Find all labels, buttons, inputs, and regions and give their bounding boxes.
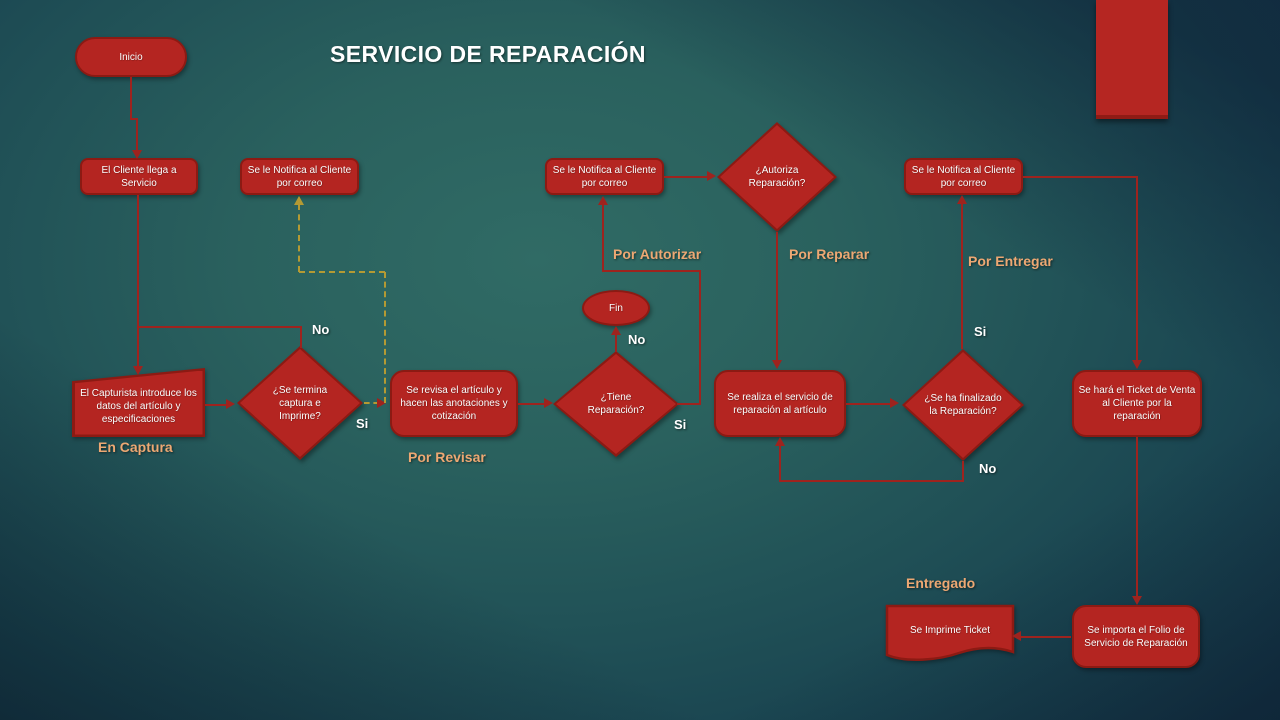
- connector-ticket-importa: [1136, 437, 1138, 598]
- process-revisa-articulo: Se revisa el artículo y hacen las anotac…: [390, 370, 518, 437]
- connector-inicio-cliente: [130, 118, 138, 120]
- connector-inicio-cliente: [130, 77, 132, 119]
- process-realiza-servicio: Se realiza el servicio de reparación al …: [714, 370, 846, 437]
- decision-finalizado-reparacion: ¿Se ha finalizado la Reparación?: [902, 349, 1024, 461]
- stage-label-entregado: Entregado: [906, 575, 976, 591]
- node-label: Inicio: [119, 51, 143, 63]
- arrowhead: [598, 196, 608, 205]
- node-label: ¿Autoriza Reparación?: [748, 165, 806, 189]
- arrowhead: [611, 326, 621, 335]
- start-node-inicio: Inicio: [75, 37, 187, 77]
- node-label: Se le Notifica al Cliente por correo: [247, 164, 352, 189]
- node-label: ¿Se termina captura e Imprime?: [272, 384, 328, 422]
- node-label: ¿Tiene Reparación?: [587, 392, 645, 416]
- decision-tiene-reparacion: ¿Tiene Reparación?: [553, 351, 679, 457]
- connector-finalizado-no-loop: [962, 461, 964, 482]
- connector-termina-si-dashed: [299, 271, 385, 273]
- end-node-fin: Fin: [582, 290, 650, 326]
- stage-label-por-reparar: Por Reparar: [789, 246, 870, 262]
- document-shape: [885, 604, 1015, 662]
- edge-label-tiene-si: Si: [674, 417, 687, 432]
- connector-termina-si-dashed: [298, 204, 300, 272]
- node-label: El Cliente llega a Servicio: [101, 164, 177, 189]
- connector-tiene-si: [699, 271, 701, 405]
- connector-finalizado-no-loop: [779, 445, 781, 482]
- manual-input-capturista: El Capturista introduce los datos del ar…: [72, 368, 205, 437]
- connector-notifica3-ticket: [1023, 176, 1138, 178]
- edge-label-finalizado-no: No: [979, 461, 997, 476]
- connector-tiene-si: [677, 403, 701, 405]
- connector-notifica3-ticket: [1136, 176, 1138, 362]
- corner-accent-rect: [1096, 0, 1168, 119]
- arrowhead: [294, 196, 304, 205]
- arrowhead: [132, 150, 142, 159]
- connector-tiene-si: [602, 204, 604, 272]
- connector-realiza-finalizado: [846, 403, 892, 405]
- stage-label-por-revisar: Por Revisar: [408, 449, 486, 465]
- arrowhead: [133, 366, 143, 375]
- node-label: ¿Se ha finalizado la Reparación?: [924, 393, 1002, 417]
- connector-inicio-cliente: [136, 118, 138, 152]
- arrowhead: [1132, 360, 1142, 369]
- node-label: Se importa el Folio de Servicio de Repar…: [1084, 624, 1188, 649]
- node-label: Fin: [609, 302, 623, 314]
- process-notifica-correo-1: Se le Notifica al Cliente por correo: [240, 158, 359, 195]
- arrowhead: [772, 360, 782, 369]
- decision-autoriza-reparacion: ¿Autoriza Reparación?: [717, 122, 837, 232]
- connector-autoriza-realiza: [776, 232, 778, 362]
- arrowhead: [544, 398, 553, 408]
- node-label: Se revisa el artículo y hacen las anotac…: [400, 385, 508, 422]
- connector-finalizado-si: [961, 203, 963, 349]
- edge-label-finalizado-si: Si: [974, 324, 987, 339]
- edge-label-tiene-no: No: [628, 332, 646, 347]
- arrowhead: [957, 195, 967, 204]
- connector-finalizado-no-loop: [779, 480, 964, 482]
- arrowhead: [707, 171, 716, 181]
- document-imprime-ticket: Se Imprime Ticket: [885, 604, 1015, 667]
- connector-tiene-no-fin: [615, 333, 617, 352]
- process-notifica-correo-3: Se le Notifica al Cliente por correo: [904, 158, 1023, 195]
- node-label: Se realiza el servicio de reparación al …: [727, 391, 833, 416]
- node-label: Se le Notifica al Cliente por correo: [911, 164, 1016, 189]
- arrowhead: [775, 437, 785, 446]
- process-cliente-llega: El Cliente llega a Servicio: [80, 158, 198, 195]
- decision-termina-captura: ¿Se termina captura e Imprime?: [237, 346, 363, 460]
- arrowhead: [1132, 596, 1142, 605]
- connector-termina-no-loop: [300, 326, 302, 348]
- edge-label-termina-no: No: [312, 322, 330, 337]
- connector-termina-si-dashed: [384, 272, 386, 403]
- page-title: SERVICIO DE REPARACIÓN: [330, 41, 646, 67]
- edge-label-termina-si: Si: [356, 416, 369, 431]
- connector-notifica2-autoriza: [664, 176, 709, 178]
- connector-cliente-capturista: [137, 195, 139, 367]
- stage-label-en-captura: En Captura: [98, 439, 173, 455]
- node-label: El Capturista introduce los datos del ar…: [80, 388, 197, 425]
- connector-importa-imprime: [1021, 636, 1071, 638]
- connector-capturista-termina: [205, 404, 228, 406]
- connector-tiene-si: [602, 270, 701, 272]
- process-ticket-venta: Se hará el Ticket de Venta al Cliente po…: [1072, 370, 1202, 437]
- arrowhead: [226, 399, 235, 409]
- arrowhead: [1012, 631, 1021, 641]
- connector-revisa-tiene: [518, 403, 546, 405]
- arrowhead: [890, 398, 899, 408]
- node-label: Se le Notifica al Cliente por correo: [552, 164, 657, 189]
- process-importa-folio: Se importa el Folio de Servicio de Repar…: [1072, 605, 1200, 668]
- connector-termina-no-loop: [138, 326, 302, 328]
- stage-label-por-entregar: Por Entregar: [968, 253, 1053, 269]
- connector-termina-si-dashed: [364, 402, 379, 404]
- process-notifica-correo-2: Se le Notifica al Cliente por correo: [545, 158, 664, 195]
- stage-label-por-autorizar: Por Autorizar: [613, 246, 702, 262]
- node-label: Se hará el Ticket de Venta al Cliente po…: [1078, 385, 1196, 422]
- node-label: Se Imprime Ticket: [909, 625, 991, 636]
- arrowhead: [377, 398, 386, 408]
